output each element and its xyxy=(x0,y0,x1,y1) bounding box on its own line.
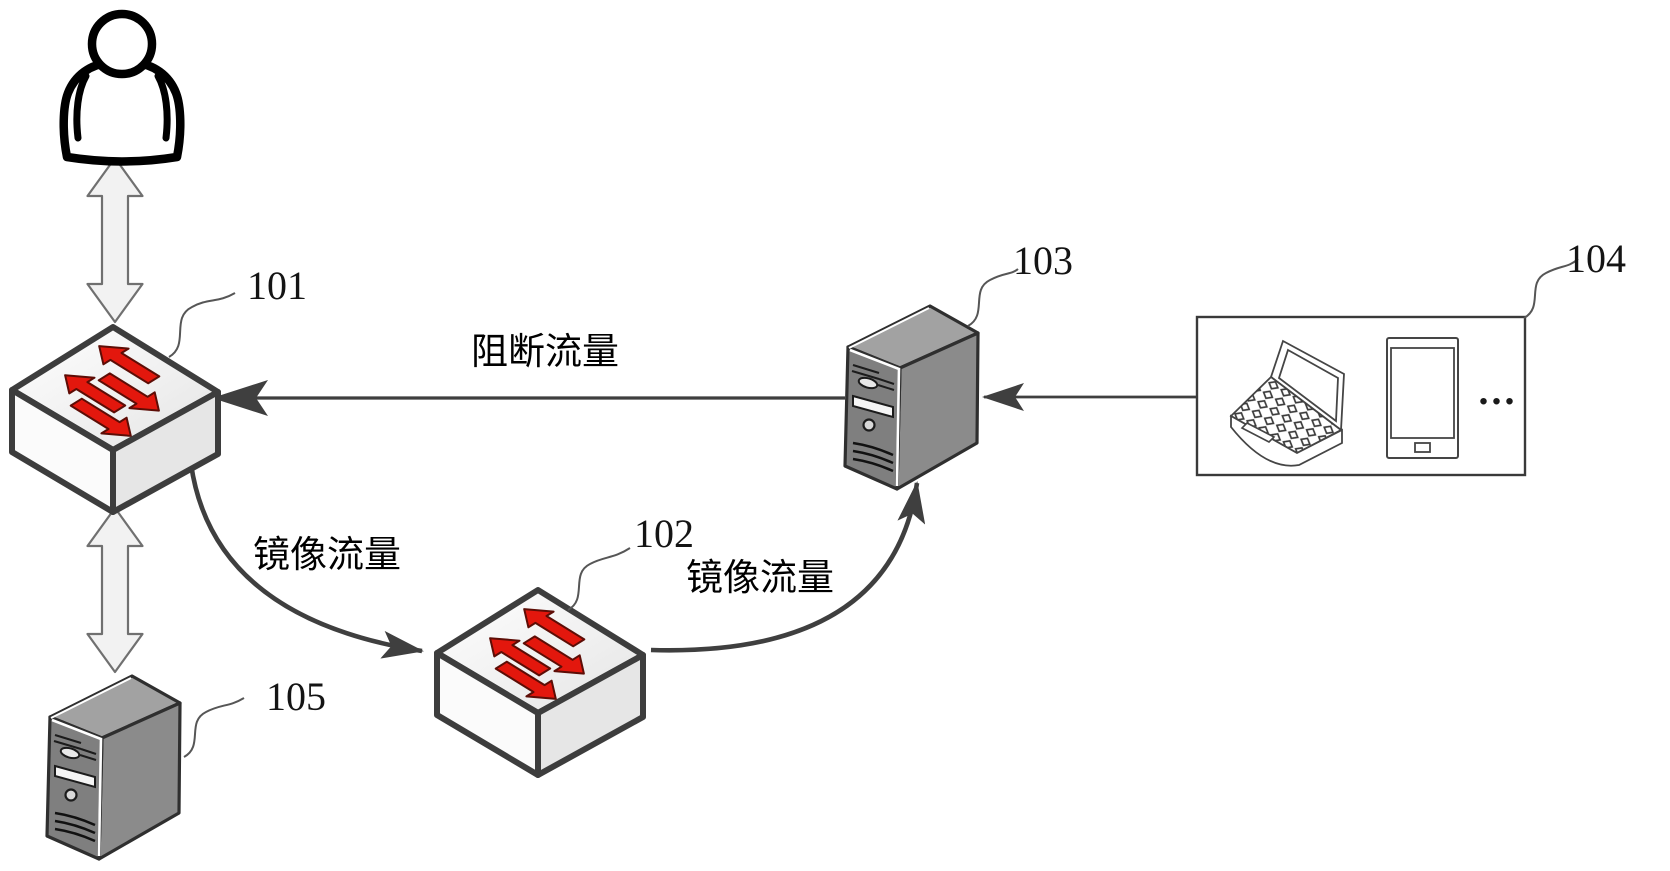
label-101: 101 xyxy=(247,263,307,308)
server-105-icon xyxy=(45,674,182,861)
label-102: 102 xyxy=(634,511,694,556)
leader-104 xyxy=(1523,258,1579,319)
edge-mirror-traffic-101-to-102 xyxy=(188,463,424,659)
label-leaders xyxy=(168,258,1579,758)
label-block-traffic: 阻断流量 xyxy=(471,331,619,373)
edge-mirror-traffic-102-to-103 xyxy=(650,481,926,653)
leader-105 xyxy=(183,697,245,758)
user-switch-double-arrow xyxy=(86,156,144,324)
server-103-icon xyxy=(843,304,980,491)
label-mirror-traffic-1: 镜像流量 xyxy=(253,534,401,576)
connectors xyxy=(188,380,1197,659)
label-103: 103 xyxy=(1013,238,1073,283)
label-104: 104 xyxy=(1566,236,1626,281)
switch-server105-double-arrow xyxy=(86,506,144,674)
leader-102 xyxy=(567,547,631,611)
leader-103 xyxy=(967,268,1019,327)
label-105: 105 xyxy=(266,674,326,719)
more-terminals-ellipsis: ... xyxy=(1479,368,1518,413)
terminal-group-box: ... xyxy=(1195,315,1527,477)
laptop-icon xyxy=(1229,339,1345,467)
switch-102-icon xyxy=(437,590,643,775)
switch-101-icon xyxy=(12,327,218,512)
leader-101 xyxy=(168,292,236,358)
user-person-icon xyxy=(59,9,185,166)
smartphone-icon xyxy=(1386,337,1459,459)
label-mirror-traffic-2: 镜像流量 xyxy=(686,557,834,599)
